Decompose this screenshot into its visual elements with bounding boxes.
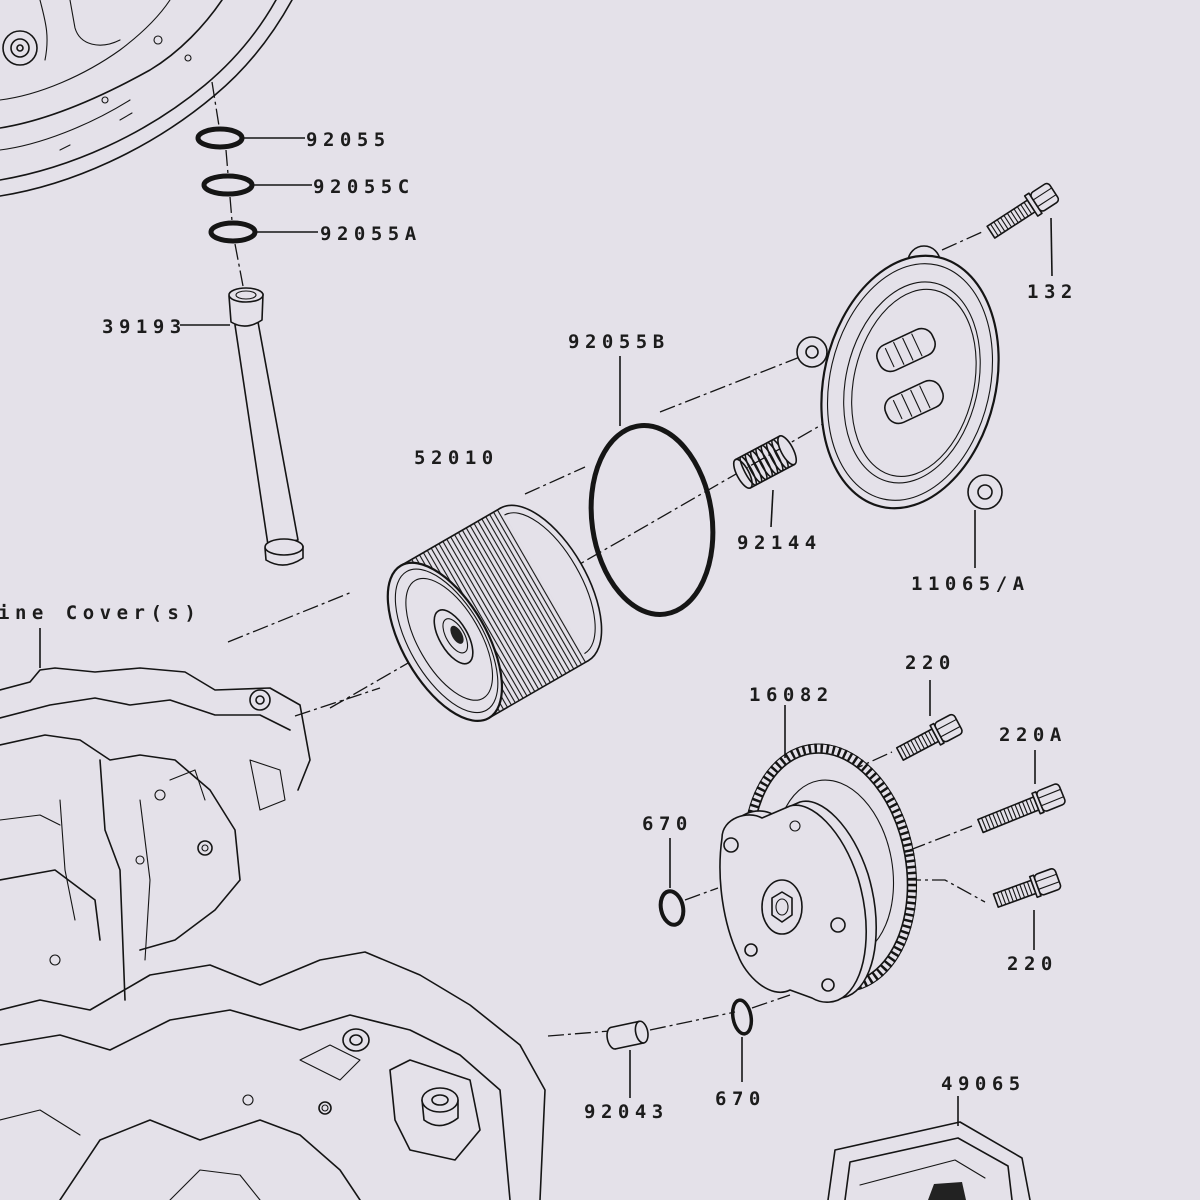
pipe-39193-drawing: [180, 287, 304, 566]
callout-49065: 49065: [941, 1073, 1026, 1095]
bolt-132-drawing: [986, 182, 1060, 277]
callout-engine-cover: ine Cover(s): [0, 602, 201, 624]
o-ring-92055a-drawing: [208, 220, 318, 244]
oil-pump-gear-16082-drawing: [719, 705, 918, 1003]
part-49065-drawing: [827, 1096, 1031, 1200]
bolt-220a-drawing: [977, 750, 1066, 834]
callout-92055b: 92055B: [568, 331, 670, 353]
o-ring-92055c-drawing: [201, 173, 312, 197]
callout-132: 132: [1027, 281, 1078, 303]
o-ring-670-lower-drawing: [730, 998, 754, 1082]
callout-labels: 92055 92055C 92055A 39193 92055B 132 520…: [0, 129, 1078, 1123]
callout-92043: 92043: [584, 1101, 669, 1123]
bolt-220-upper-drawing: [895, 680, 963, 761]
cover-11065a-drawing: [796, 245, 1003, 568]
callout-11065a: 11065/A: [911, 573, 1030, 595]
o-ring-670-upper-drawing: [658, 838, 686, 927]
callout-220-lower: 220: [1007, 953, 1058, 975]
callout-39193: 39193: [102, 316, 187, 338]
callout-92055a: 92055A: [320, 223, 422, 245]
callout-220-upper: 220: [905, 652, 956, 674]
callout-92055c: 92055C: [313, 176, 415, 198]
upper-housing-drawing: [0, 0, 293, 197]
o-ring-92055-drawing: [195, 126, 305, 150]
spring-92144-drawing: [732, 435, 798, 528]
callout-92055: 92055: [306, 129, 391, 151]
callout-92144: 92144: [737, 532, 822, 554]
callout-52010: 52010: [414, 447, 499, 469]
dowel-92043-drawing: [606, 1020, 649, 1098]
engine-cover-drawing: [0, 628, 311, 1001]
oil-filter-52010-drawing: [386, 504, 603, 722]
o-ring-92055b-drawing: [588, 356, 716, 617]
callout-220a: 220A: [999, 724, 1067, 746]
bolt-220-lower-drawing: [992, 868, 1062, 950]
crankcase-drawing: [0, 951, 546, 1200]
callout-670-upper: 670: [642, 813, 693, 835]
callout-16082: 16082: [749, 684, 834, 706]
callout-670-lower: 670: [715, 1088, 766, 1110]
